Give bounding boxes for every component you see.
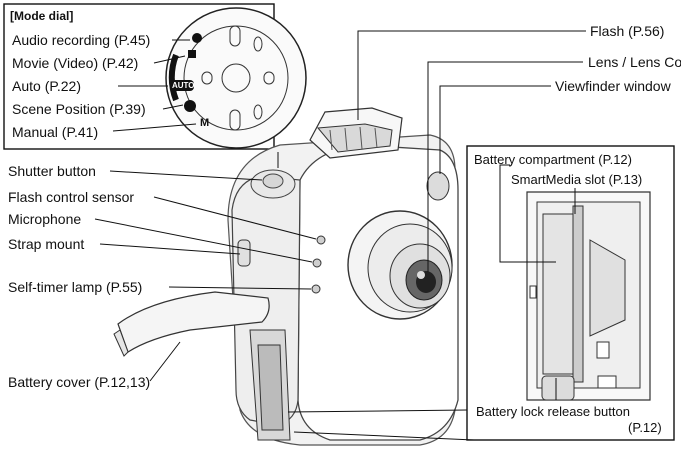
flash-control-sensor-label: Flash control sensor bbox=[8, 189, 135, 205]
lens-cover-label: Lens / Lens Cover bbox=[588, 54, 681, 70]
mode-dial-graphic bbox=[165, 7, 307, 149]
dial-auto-mark: AUTO bbox=[172, 81, 195, 90]
battery-cover-label: Battery cover (P.12,13) bbox=[8, 374, 151, 390]
mode-manual-label: Manual (P.41) bbox=[12, 124, 99, 140]
mode-movie-label: Movie (Video) (P.42) bbox=[12, 55, 139, 71]
self-timer-lamp-label: Self-timer lamp (P.55) bbox=[8, 279, 143, 295]
battery-compartment-label: Battery compartment (P.12) bbox=[474, 152, 632, 167]
dial-manual-mark: M bbox=[200, 117, 210, 129]
mode-auto-label: Auto (P.22) bbox=[12, 78, 82, 94]
flash-label: Flash (P.56) bbox=[590, 23, 665, 39]
mode-audio-recording-label: Audio recording (P.45) bbox=[12, 32, 151, 48]
microphone-label: Microphone bbox=[8, 211, 82, 227]
viewfinder-window-label: Viewfinder window bbox=[555, 78, 671, 94]
battery-lock-release-label: Battery lock release button bbox=[476, 404, 630, 419]
right-leaders bbox=[357, 30, 586, 272]
battery-lock-release-page: (P.12) bbox=[628, 420, 662, 435]
battery-inset-artwork bbox=[466, 145, 675, 441]
mode-dial-title: [Mode dial] bbox=[10, 9, 74, 23]
battery-inset-leaders bbox=[287, 164, 576, 441]
auto-badge-shape bbox=[170, 80, 194, 91]
left-leaders bbox=[94, 152, 317, 382]
mode-scene-position-label: Scene Position (P.39) bbox=[12, 101, 146, 117]
shutter-button-label: Shutter button bbox=[8, 163, 96, 179]
smartmedia-slot-label: SmartMedia slot (P.13) bbox=[511, 172, 643, 187]
mode-dial-leaders bbox=[112, 39, 197, 132]
strap-mount-label: Strap mount bbox=[8, 236, 85, 252]
camera-body-illustration bbox=[113, 107, 459, 446]
